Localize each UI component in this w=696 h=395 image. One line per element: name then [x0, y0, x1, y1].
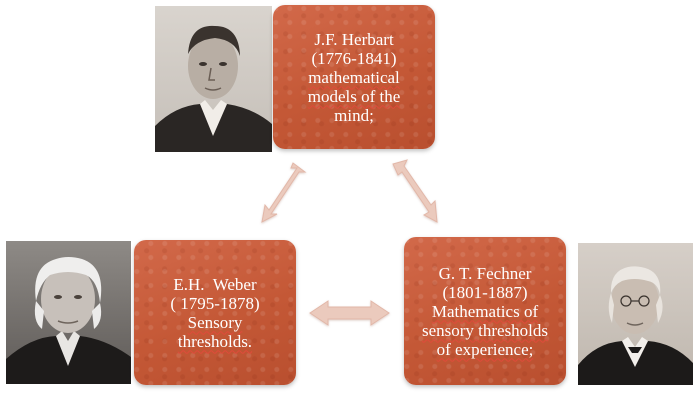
portrait-fechner [578, 243, 693, 385]
node-herbart: J.F. Herbart (1776-1841) mathematical mo… [273, 5, 435, 149]
herbart-name: J.F. Herbart [314, 29, 394, 49]
fechner-name: G. T. Fechner [438, 263, 532, 283]
weber-name: E.H. Weber [173, 274, 257, 294]
fechner-desc-line1: Mathematics of [431, 301, 539, 321]
node-weber: E.H. Weber ( 1795-1878) Sensory threshol… [134, 240, 296, 385]
arrow-herbart-weber [261, 162, 307, 223]
portrait-weber-image [6, 257, 131, 384]
herbart-dates: (1776-1841) [311, 48, 397, 68]
herbart-desc-line2: models of the [308, 87, 401, 106]
fechner-dates: (1801-1887) [442, 282, 528, 302]
portrait-herbart [155, 6, 272, 152]
weber-desc-line2: thresholds. [177, 331, 253, 351]
node-fechner: G. T. Fechner (1801-1887) Mathematics of… [404, 237, 566, 385]
portrait-weber [6, 241, 131, 384]
portrait-fechner-image [578, 266, 693, 385]
herbart-desc-line2-text: models of the [307, 86, 401, 106]
arrow-herbart-fechner [392, 159, 438, 223]
herbart-desc-line3: mind; [334, 105, 374, 125]
fechner-desc-line2: sensory thresholds [421, 320, 549, 340]
arrow-weber-fechner [309, 300, 390, 326]
herbart-desc-line1: mathematical [308, 67, 400, 87]
weber-dates: ( 1795-1878) [170, 293, 260, 313]
fechner-desc-line3: of experience; [436, 339, 534, 359]
portrait-herbart-image [155, 25, 272, 152]
weber-desc-line1: Sensory [187, 312, 243, 332]
